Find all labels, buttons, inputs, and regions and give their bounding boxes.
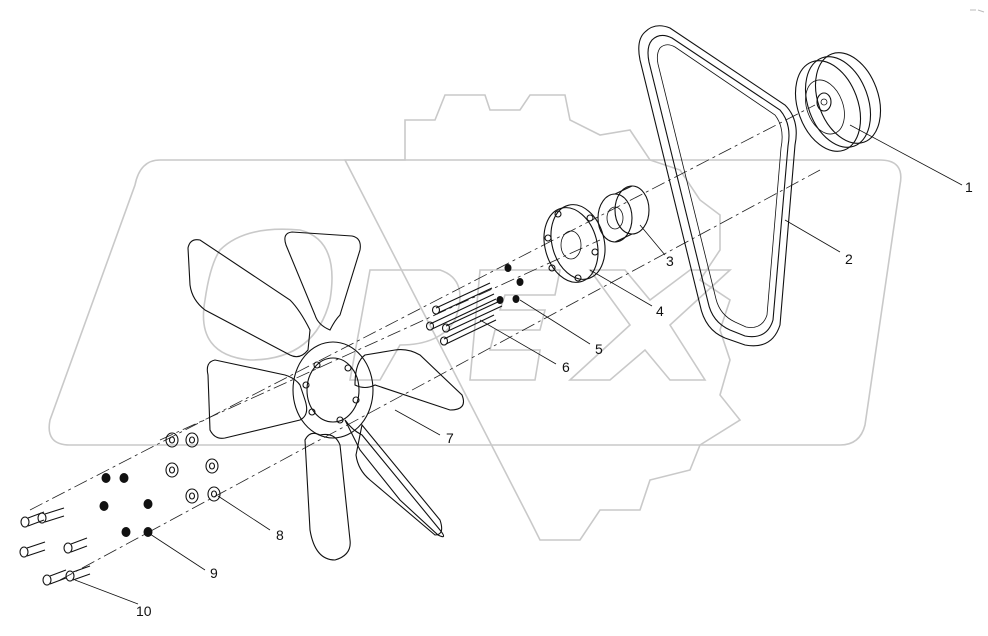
callout-8: 8 [276, 527, 284, 543]
fan-washers [165, 432, 221, 504]
assembly-axes [29, 104, 821, 581]
callout-labels: 1 2 3 4 5 6 7 8 9 10 [136, 179, 973, 619]
callout-4: 4 [656, 303, 664, 319]
cooling-fan [187, 231, 465, 561]
callout-3: 3 [666, 253, 674, 269]
short-bolts [19, 507, 91, 586]
fan-spacer [597, 185, 650, 243]
callout-1: 1 [965, 179, 973, 195]
callout-2: 2 [845, 251, 853, 267]
callout-6: 6 [562, 359, 570, 375]
leader-lines [74, 124, 963, 605]
lock-nuts [99, 473, 153, 537]
corner-mark [970, 9, 985, 13]
fan-hub-flange [543, 204, 606, 283]
callout-10: 10 [136, 603, 152, 619]
callout-5: 5 [595, 341, 603, 357]
callout-9: 9 [210, 565, 218, 581]
crankshaft-pulley [794, 52, 882, 152]
watermark-gear [343, 94, 742, 541]
long-bolts [425, 282, 503, 346]
callout-7: 7 [446, 430, 454, 446]
v-belt [638, 25, 797, 347]
